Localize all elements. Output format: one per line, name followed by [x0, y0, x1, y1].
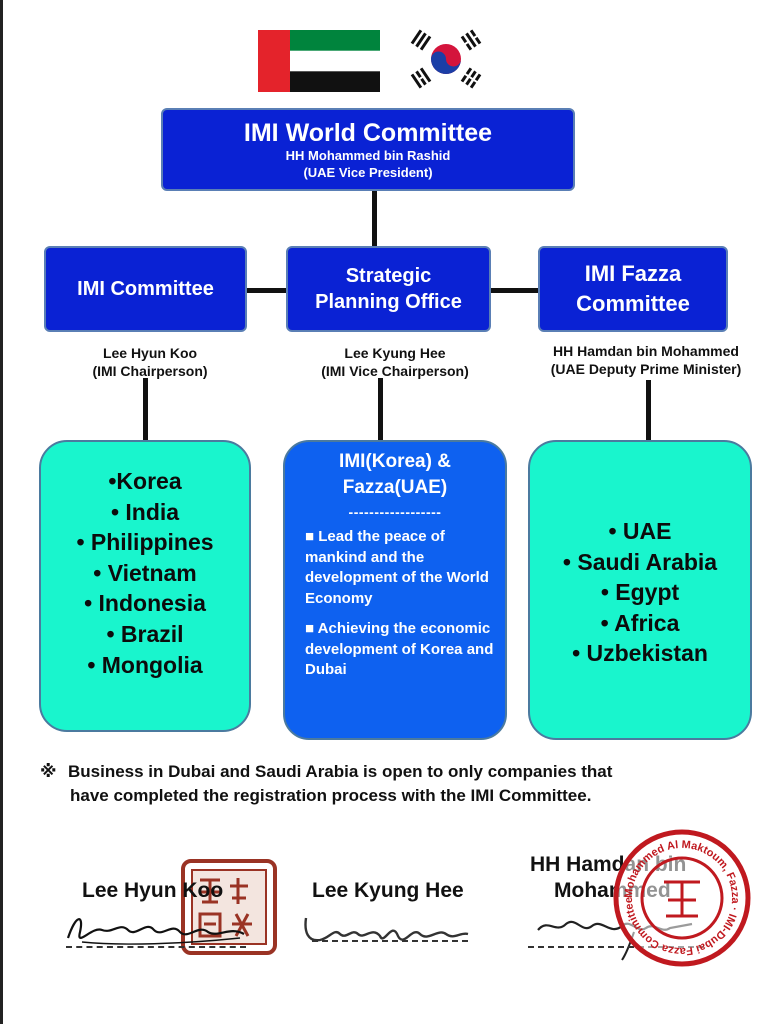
deputy-prime-minister-name: HH Hamdan bin Mohammed: [553, 343, 739, 359]
korea-flag-icon: [407, 26, 485, 92]
country-list-item: • Egypt: [600, 579, 680, 606]
vice-chairperson-role: (IMI Vice Chairperson): [321, 363, 469, 379]
country-list-item: • Saudi Arabia: [562, 548, 718, 575]
imi-fazza-committee-box: IMI Fazza Committee: [538, 246, 728, 332]
world-committee-role: (UAE Vice President): [303, 164, 433, 180]
imi-chairperson-caption: Lee Hyun Koo (IMI Chairperson): [50, 344, 250, 380]
page-border: [0, 0, 3, 1024]
signature-name-lee-hyun-koo: Lee Hyun Koo: [82, 879, 224, 902]
deputy-prime-minister-caption: HH Hamdan bin Mohammed (UAE Deputy Prime…: [522, 342, 770, 378]
note-line2: have completed the registration process …: [70, 786, 592, 805]
mission-bullet: ■ Lead the peace of mankind and the deve…: [305, 528, 489, 607]
country-list-item: • Africa: [600, 609, 680, 636]
imi-committee-label: IMI Committee: [77, 278, 214, 300]
country-list-item: • Vietnam: [93, 559, 197, 586]
imi-fazza-mission-box: IMI(Korea) & Fazza(UAE) ----------------…: [283, 440, 507, 740]
note-line1: Business in Dubai and Saudi Arabia is op…: [68, 762, 613, 781]
fazza-committee-label-line2: Committee: [576, 291, 690, 316]
connector-top-vertical: [372, 191, 377, 246]
country-list-item: • Indonesia: [84, 590, 206, 617]
country-list-item: • India: [110, 498, 180, 525]
connector-right-vertical: [646, 380, 651, 440]
fazza-committee-label-line1: IMI Fazza: [584, 261, 682, 286]
mission-bullet: ■ Achieving the economic development of …: [305, 620, 494, 678]
country-list-item: •Korea: [108, 468, 182, 494]
country-list-item: • Philippines: [76, 529, 214, 556]
connector-left-vertical: [143, 378, 148, 440]
handwritten-signature: [66, 918, 245, 945]
vice-chairperson-caption: Lee Kyung Hee (IMI Vice Chairperson): [290, 344, 500, 380]
country-list-item: • Brazil: [106, 620, 184, 647]
imi-chairperson-name: Lee Hyun Koo: [102, 345, 198, 361]
handwritten-signature: [304, 917, 469, 942]
country-list-item: • Mongolia: [87, 651, 203, 678]
strategic-planning-label-line1: Strategic: [345, 265, 432, 287]
connector-left-horizontal: [247, 288, 286, 293]
connector-center-vertical: [378, 378, 383, 440]
mission-separator: ------------------: [348, 504, 442, 520]
world-committee-leader: HH Mohammed bin Rashid: [285, 147, 451, 163]
signature-name-lee-kyung-hee: Lee Kyung Hee: [312, 879, 464, 902]
imi-committee-box: IMI Committee: [44, 246, 247, 332]
imi-countries-box: •Korea • India • Philippines • Vietnam •…: [39, 440, 251, 732]
registration-note: ※ Business in Dubai and Saudi Arabia is o…: [40, 760, 760, 808]
world-committee-title: IMI World Committee: [243, 118, 493, 147]
signature-line: [66, 946, 246, 948]
world-committee-box: IMI World Committee HH Mohammed bin Rash…: [161, 108, 575, 191]
fazza-countries-box: • UAE • Saudi Arabia • Egypt • Africa • …: [528, 440, 752, 740]
country-list-item: • Uzbekistan: [572, 640, 708, 667]
connector-right-horizontal: [491, 288, 538, 293]
vice-chairperson-name: Lee Kyung Hee: [344, 345, 446, 361]
country-list-item: • UAE: [608, 518, 672, 544]
strategic-planning-label-line2: Planning Office: [315, 291, 462, 313]
reference-mark-icon: ※: [40, 762, 57, 781]
deputy-prime-minister-role: (UAE Deputy Prime Minister): [550, 361, 742, 377]
mission-title-line2: Fazza(UAE): [342, 477, 448, 498]
signature-line: [312, 940, 468, 942]
mission-title-line1: IMI(Korea) &: [339, 451, 451, 472]
signature-line: [528, 946, 704, 948]
uae-flag-icon: [258, 30, 380, 92]
strategic-planning-office-box: Strategic Planning Office: [286, 246, 491, 332]
official-seal-icon: Mohammed Al Maktoum, Fazza · IMI-Dubai F…: [613, 829, 751, 967]
imi-chairperson-role: (IMI Chairperson): [92, 363, 208, 379]
